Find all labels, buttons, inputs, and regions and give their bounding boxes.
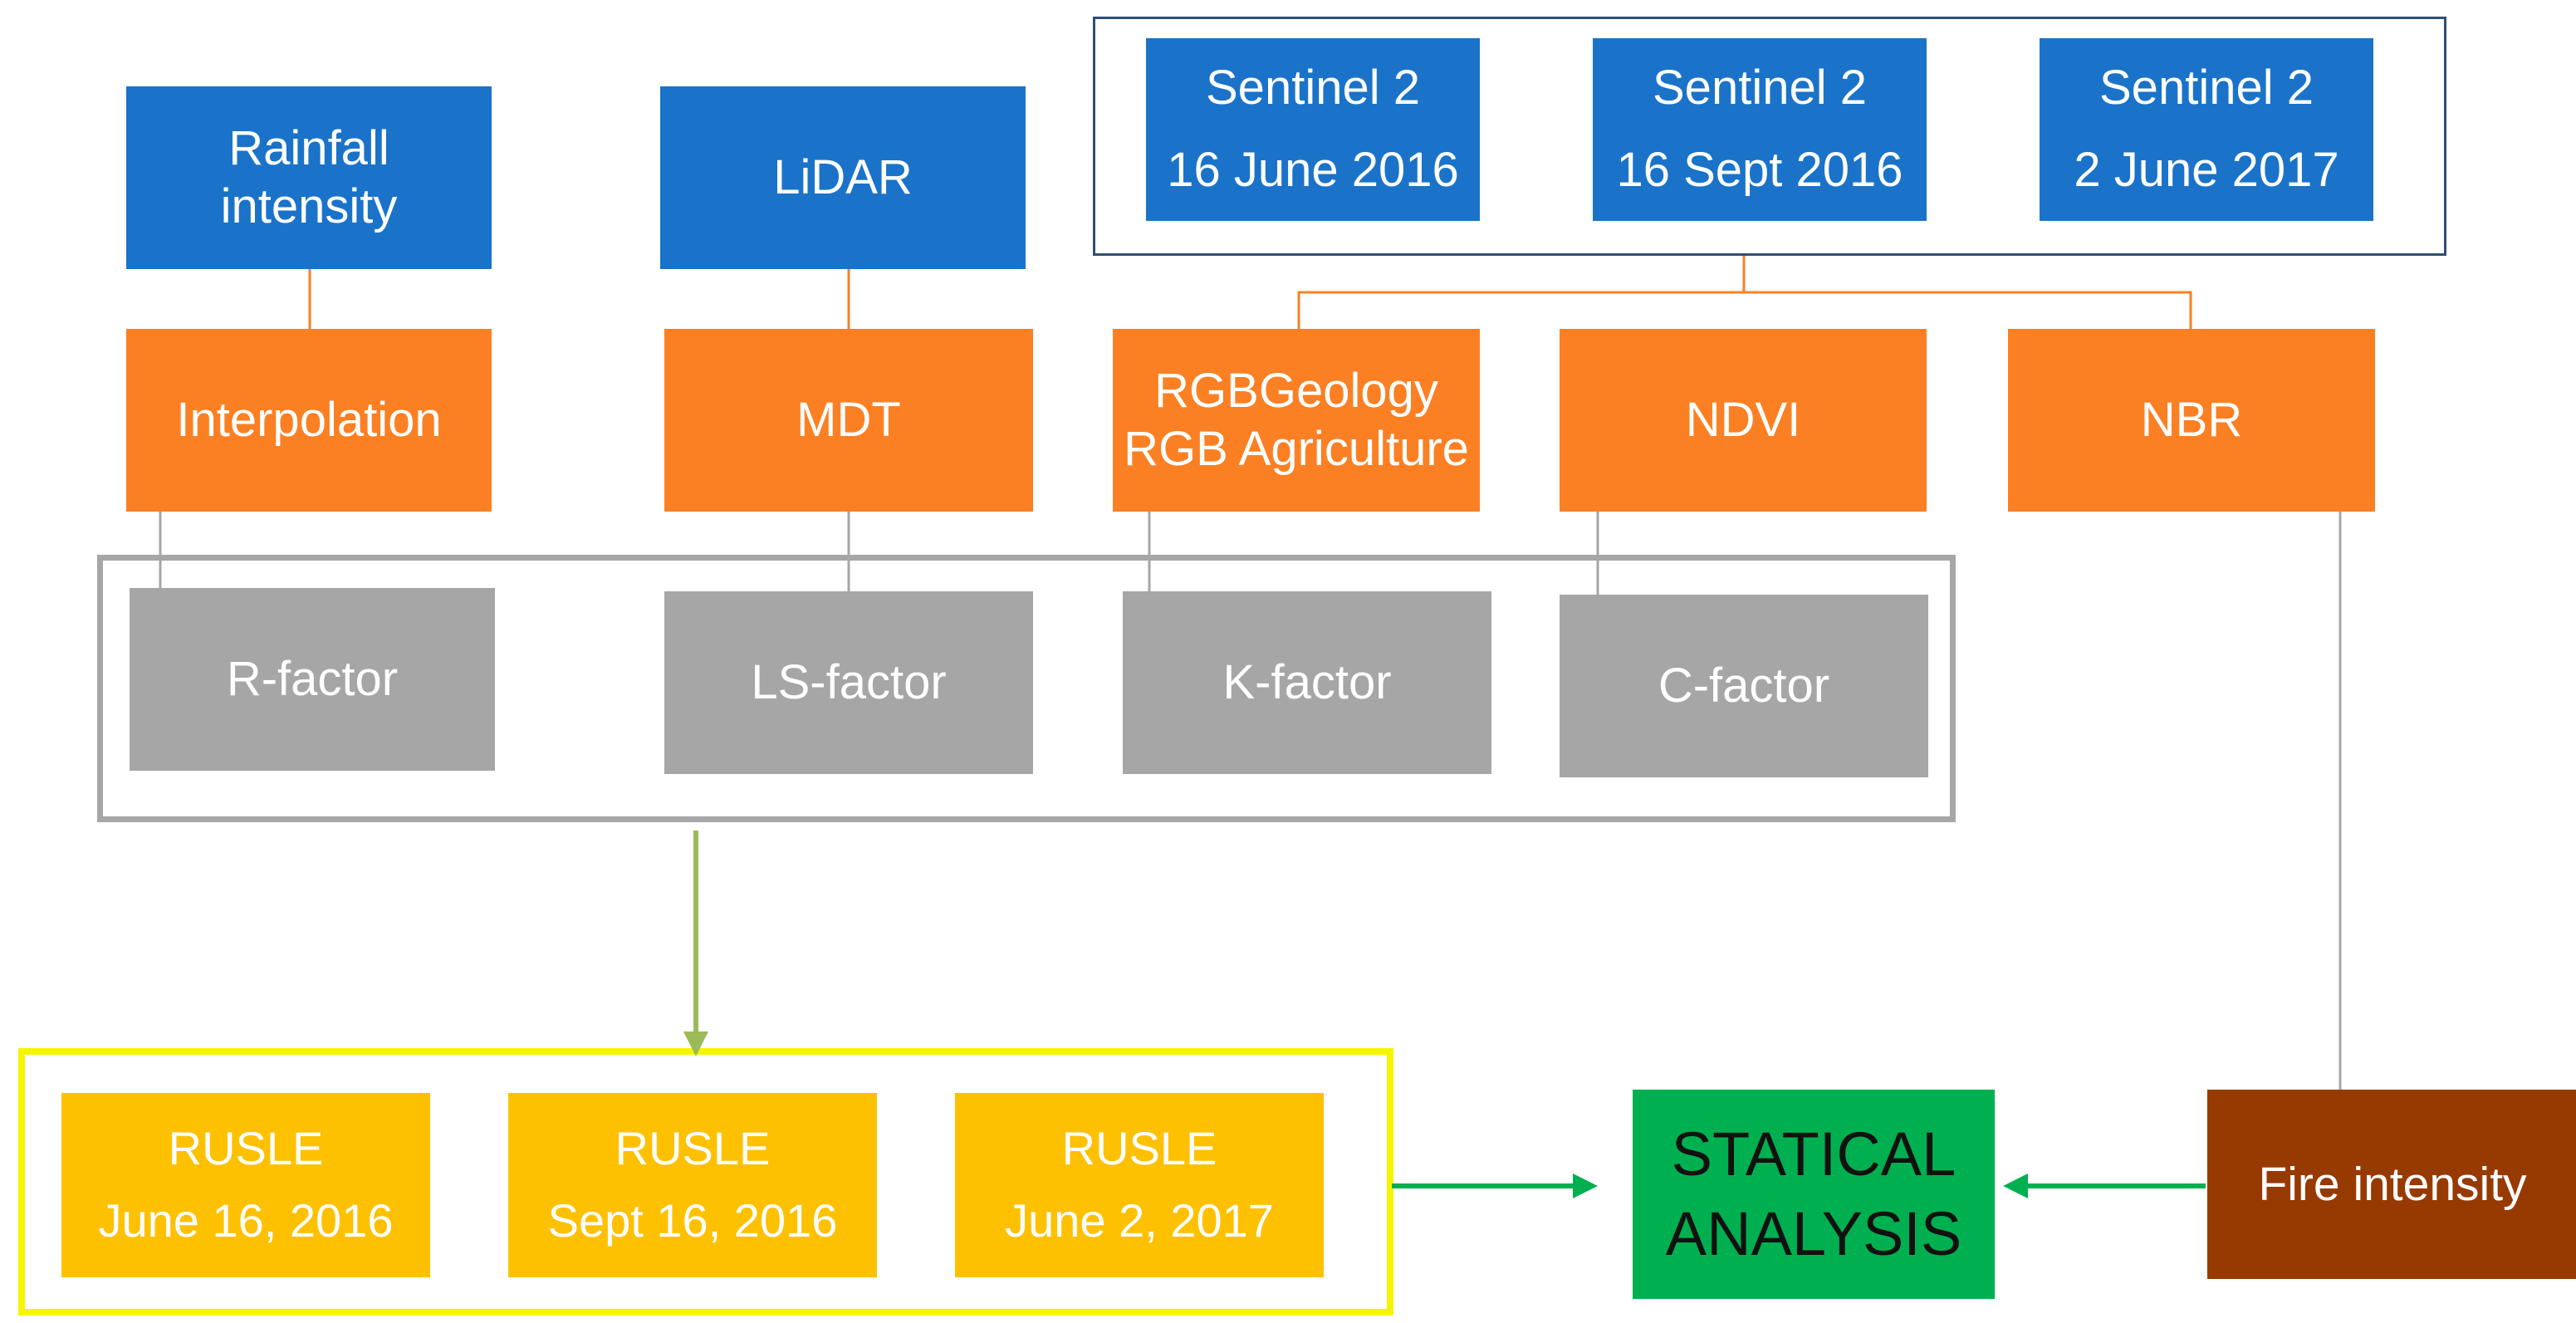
rusle-1-line-1: RUSLE — [168, 1122, 324, 1175]
r-factor-box: R-factor — [130, 588, 495, 771]
sentinel-1-line-1: Sentinel 2 — [1206, 61, 1420, 115]
sentinel-1-line-2: 16 June 2016 — [1167, 143, 1459, 197]
rusle-box-3: RUSLE June 2, 2017 — [955, 1093, 1324, 1277]
ls-factor-label: LS-factor — [751, 655, 947, 710]
lidar-label: LiDAR — [773, 150, 913, 205]
sentinel-2-line-2: 16 Sept 2016 — [1616, 143, 1903, 197]
c-factor-label: C-factor — [1658, 659, 1830, 713]
rusle-3-line-2: June 2, 2017 — [1005, 1194, 1274, 1247]
sentinel-3-line-2: 2 June 2017 — [2074, 143, 2339, 197]
nbr-box: NBR — [2008, 329, 2375, 512]
interpolation-box: Interpolation — [126, 329, 492, 512]
rainfall-line-1: Rainfall — [228, 121, 389, 176]
mdt-box: MDT — [664, 329, 1033, 512]
nbr-label: NBR — [2140, 393, 2243, 448]
rusle-box-2: RUSLE Sept 16, 2016 — [508, 1093, 877, 1277]
ndvi-label: NDVI — [1685, 393, 1801, 448]
fire-intensity-label: Fire intensity — [2258, 1157, 2527, 1211]
sentinel-3-line-1: Sentinel 2 — [2099, 61, 2314, 115]
mdt-label: MDT — [796, 393, 901, 448]
sentinel-box-1: Sentinel 2 16 June 2016 — [1146, 38, 1480, 221]
analysis-line-1: STATICAL — [1671, 1119, 1956, 1188]
rusle-2-line-2: Sept 16, 2016 — [547, 1194, 838, 1247]
analysis-line-2: ANALYSIS — [1665, 1199, 1962, 1268]
sentinel-group-frame — [1093, 17, 2446, 256]
rgb-box: RGBGeology RGB Agriculture — [1113, 329, 1480, 512]
rusle-1-line-2: June 16, 2016 — [98, 1194, 394, 1247]
rusle-2-line-1: RUSLE — [615, 1122, 771, 1175]
rusle-3-line-1: RUSLE — [1061, 1122, 1217, 1175]
rgb-line-1: RGBGeology — [1154, 364, 1438, 419]
ndvi-box: NDVI — [1560, 329, 1927, 512]
connector-sentinel-indices — [1297, 256, 1746, 329]
lidar-box: LiDAR — [660, 86, 1026, 269]
r-factor-label: R-factor — [226, 652, 399, 707]
c-factor-box: C-factor — [1560, 595, 1928, 777]
k-factor-label: K-factor — [1222, 655, 1392, 710]
ls-factor-box: LS-factor — [664, 591, 1033, 774]
k-factor-box: K-factor — [1123, 591, 1491, 774]
connector-sentinel-nbr — [1744, 291, 2192, 329]
rainfall-line-2: intensity — [220, 179, 398, 233]
statistical-analysis-box: STATICAL ANALYSIS — [1633, 1090, 1995, 1299]
rgb-line-2: RGB Agriculture — [1124, 422, 1469, 476]
sentinel-box-2: Sentinel 2 16 Sept 2016 — [1593, 38, 1927, 221]
factors-group-frame — [97, 555, 1956, 822]
rusle-box-1: RUSLE June 16, 2016 — [61, 1093, 430, 1277]
fire-intensity-box: Fire intensity — [2207, 1090, 2576, 1279]
rainfall-intensity-box: Rainfall intensity — [126, 86, 492, 269]
interpolation-label: Interpolation — [176, 393, 442, 448]
sentinel-box-3: Sentinel 2 2 June 2017 — [2040, 38, 2373, 221]
sentinel-2-line-1: Sentinel 2 — [1653, 61, 1867, 115]
